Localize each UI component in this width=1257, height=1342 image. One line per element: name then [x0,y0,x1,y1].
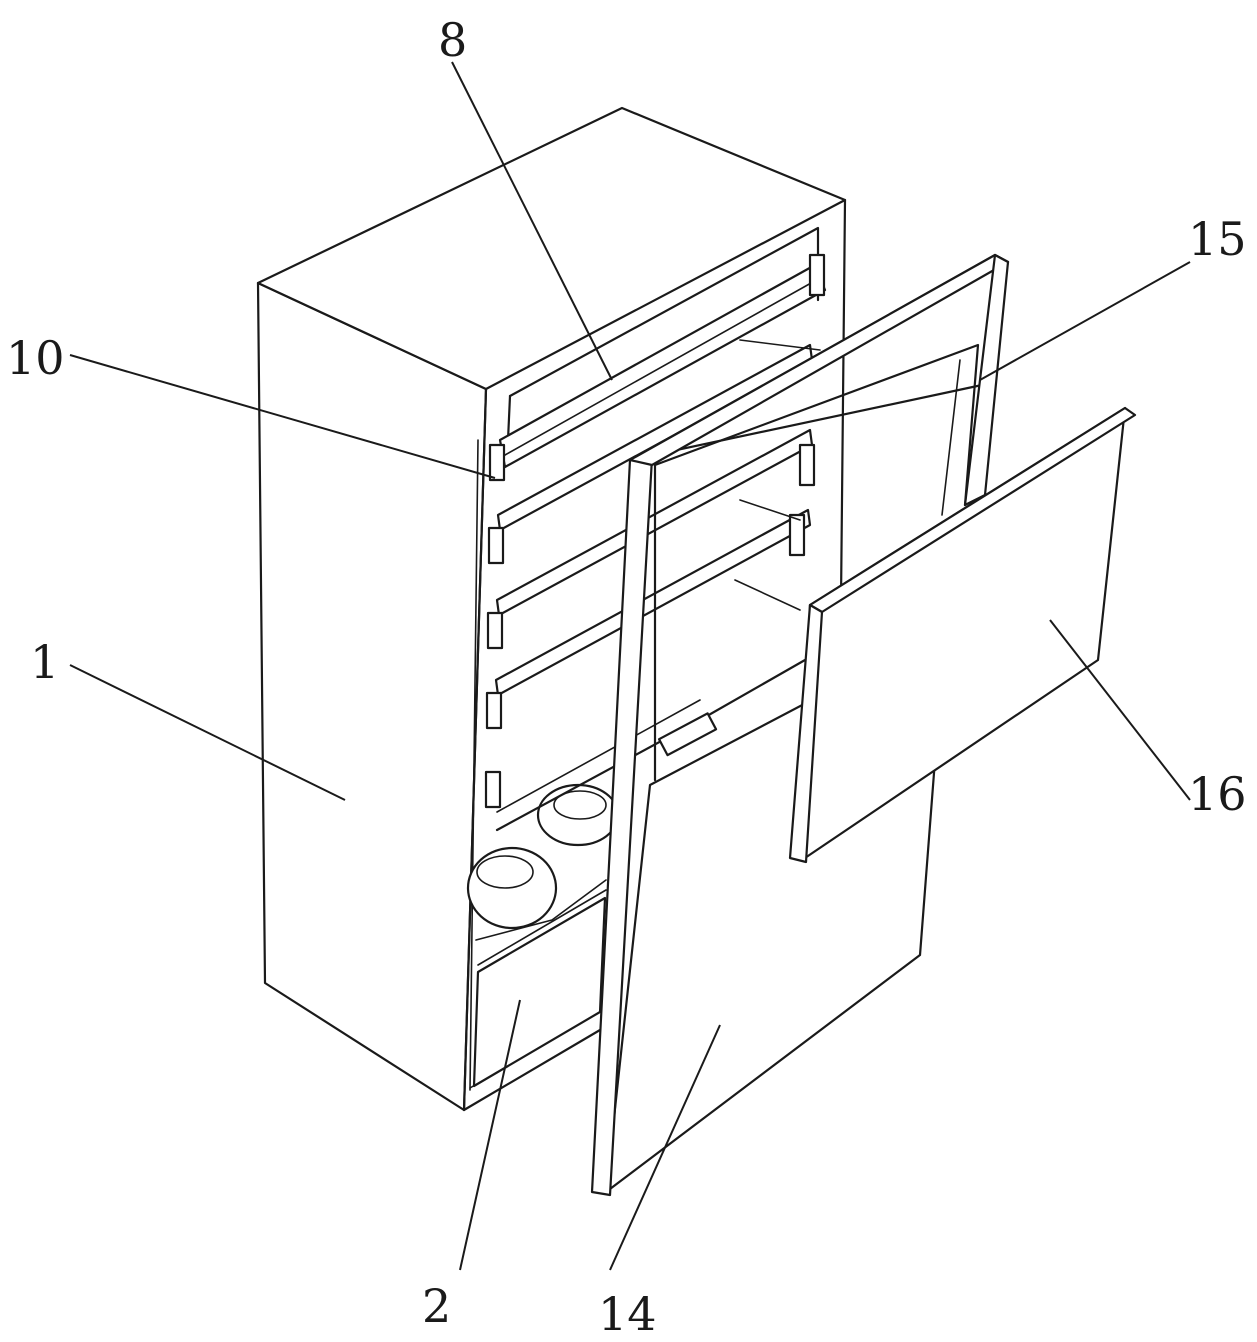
door-frame-right-stile [963,253,1010,507]
leader-2 [459,999,521,1271]
bracket-5 [484,770,502,809]
callout-10: 10 [6,331,65,385]
bracket-1 [488,443,506,482]
callout-14: 14 [598,1287,657,1341]
callout-1: 1 [30,635,59,689]
bracket-rear-1 [808,253,826,297]
bottom-drawer-top-lip [477,889,607,966]
rear-cross-2 [734,579,801,611]
bracket-2 [487,526,505,565]
cabinet-left-face [256,281,488,1112]
bracket-rear-3 [788,513,806,557]
callout-15: 15 [1188,212,1247,266]
small-panel [788,406,1137,864]
bracket-4 [485,691,503,730]
small-panel-16 [800,406,1127,862]
shelf-lower-inner [496,699,701,813]
callout-labels: 8 10 15 1 16 2 14 [6,13,1247,1341]
rail-4 [494,508,812,697]
rear-cross-1 [739,339,821,351]
callout-2: 2 [422,1279,451,1333]
cabinet-bottom-edge [462,1028,602,1112]
fan-upper-hub [553,790,607,820]
cabinet-front-inner-left [506,394,512,442]
cabinet-front-inner-left-edge [469,439,479,1091]
fan-plate-edge [475,879,607,941]
cabinet-body [256,106,847,1112]
fan-lower-hub [476,855,534,889]
leader-16 [1049,619,1191,801]
leader-8 [451,61,613,381]
door-latch [657,712,718,757]
cabinet-front-left-edge [462,387,488,1112]
bottom-drawer-front [472,896,607,1088]
door-window [653,343,980,782]
small-panel-side [788,603,824,864]
fan-assembly [466,783,620,941]
bracket-3 [486,611,504,650]
fan-upper [536,783,620,847]
bracket-rear-2 [798,443,816,487]
leader-1 [69,664,346,801]
rear-cross-3 [739,499,801,521]
leader-14 [609,1024,721,1271]
leader-lines [69,61,1191,1271]
callout-8: 8 [438,13,467,67]
door-window-inner-edge [941,359,961,516]
leader-15 [979,261,1191,381]
callout-16: 16 [1188,767,1247,821]
leader-10 [69,354,496,479]
rail-top-groove [504,277,821,456]
bottom-drawer [472,889,607,1088]
